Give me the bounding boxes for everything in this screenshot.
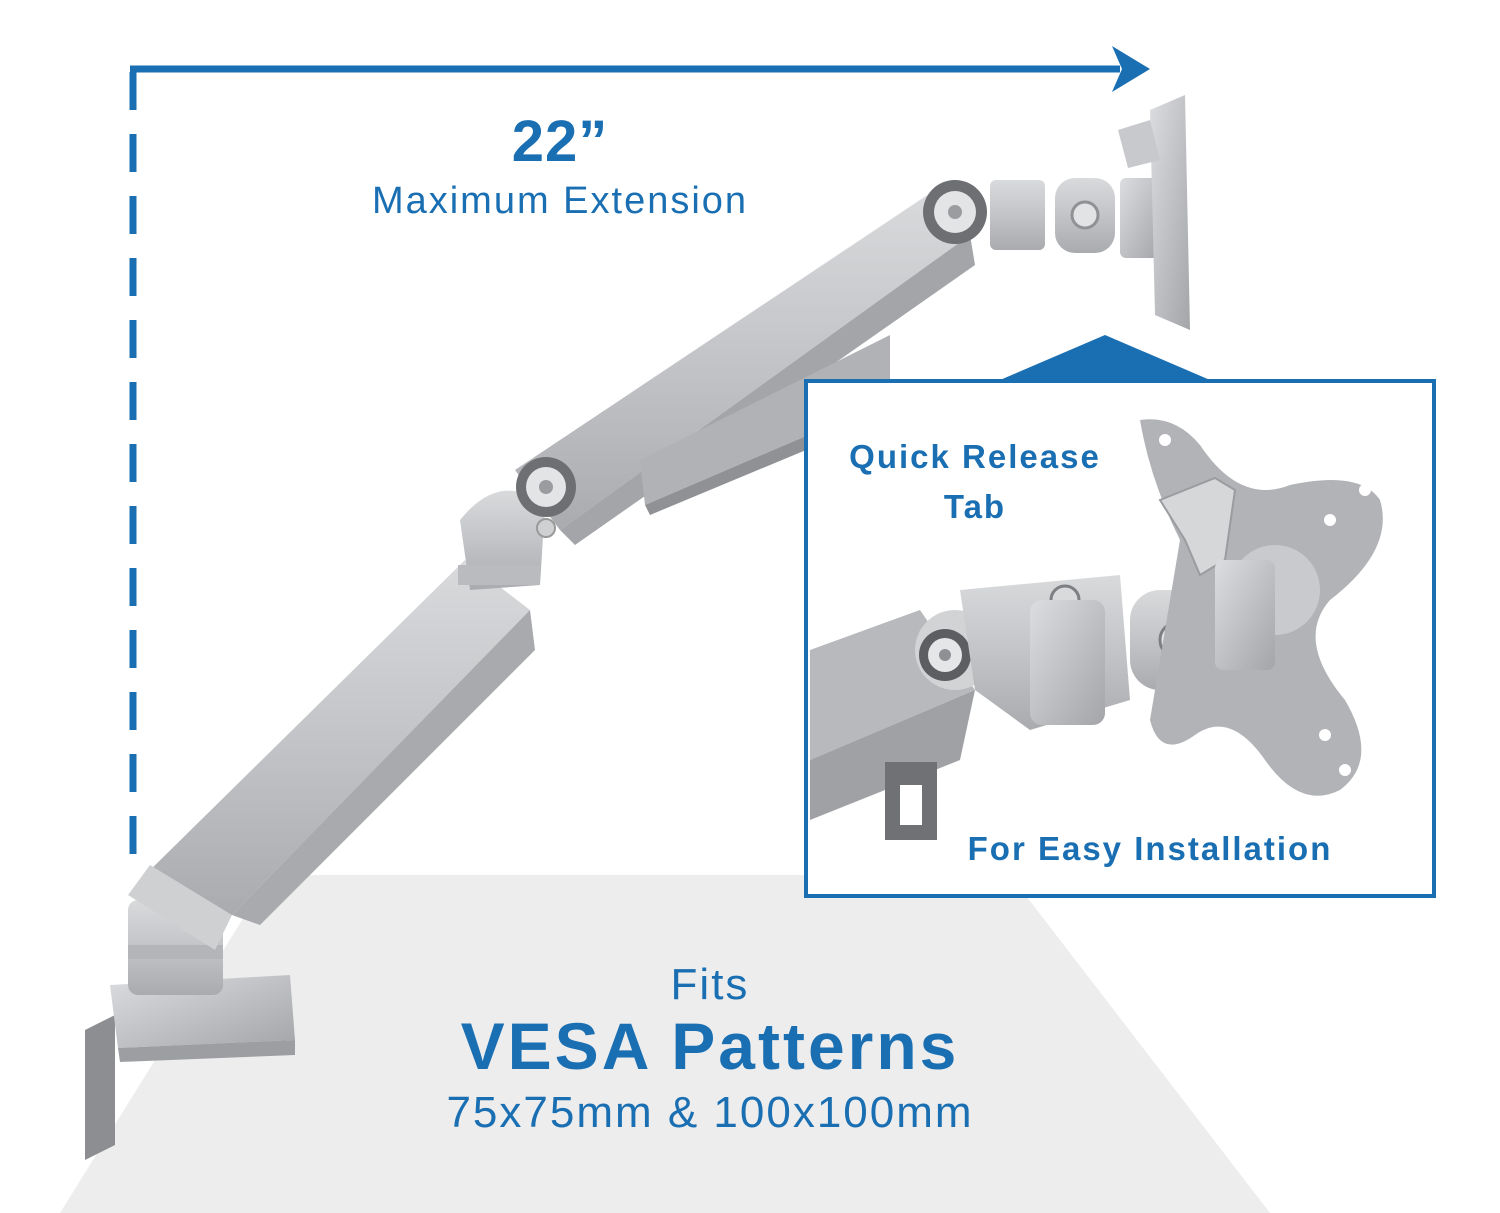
fits-label: Fits — [670, 960, 750, 1009]
top-knob — [923, 180, 987, 244]
vesa-sizes-label: 75x75mm & 100x100mm — [446, 1088, 974, 1137]
upper-arm — [515, 190, 975, 545]
max-extension-label: Maximum Extension — [371, 180, 749, 222]
arm-elbow — [458, 490, 545, 590]
extension-arrow-head-icon — [1112, 46, 1150, 92]
tilt-hinge — [990, 178, 1160, 258]
lower-arm — [128, 560, 535, 950]
inset-closeup — [810, 419, 1383, 840]
quick-release-label: Quick Release Tab — [849, 438, 1101, 525]
desk-surface — [60, 875, 1270, 1213]
vesa-plate-small — [1118, 95, 1190, 330]
elbow-knob — [516, 457, 576, 538]
max-extension-value: 22” — [511, 109, 609, 174]
vesa-patterns-title: VESA Patterns — [460, 1009, 960, 1083]
inset-pointer-icon — [1000, 335, 1210, 380]
easy-installation-label: For Easy Installation — [967, 830, 1333, 867]
